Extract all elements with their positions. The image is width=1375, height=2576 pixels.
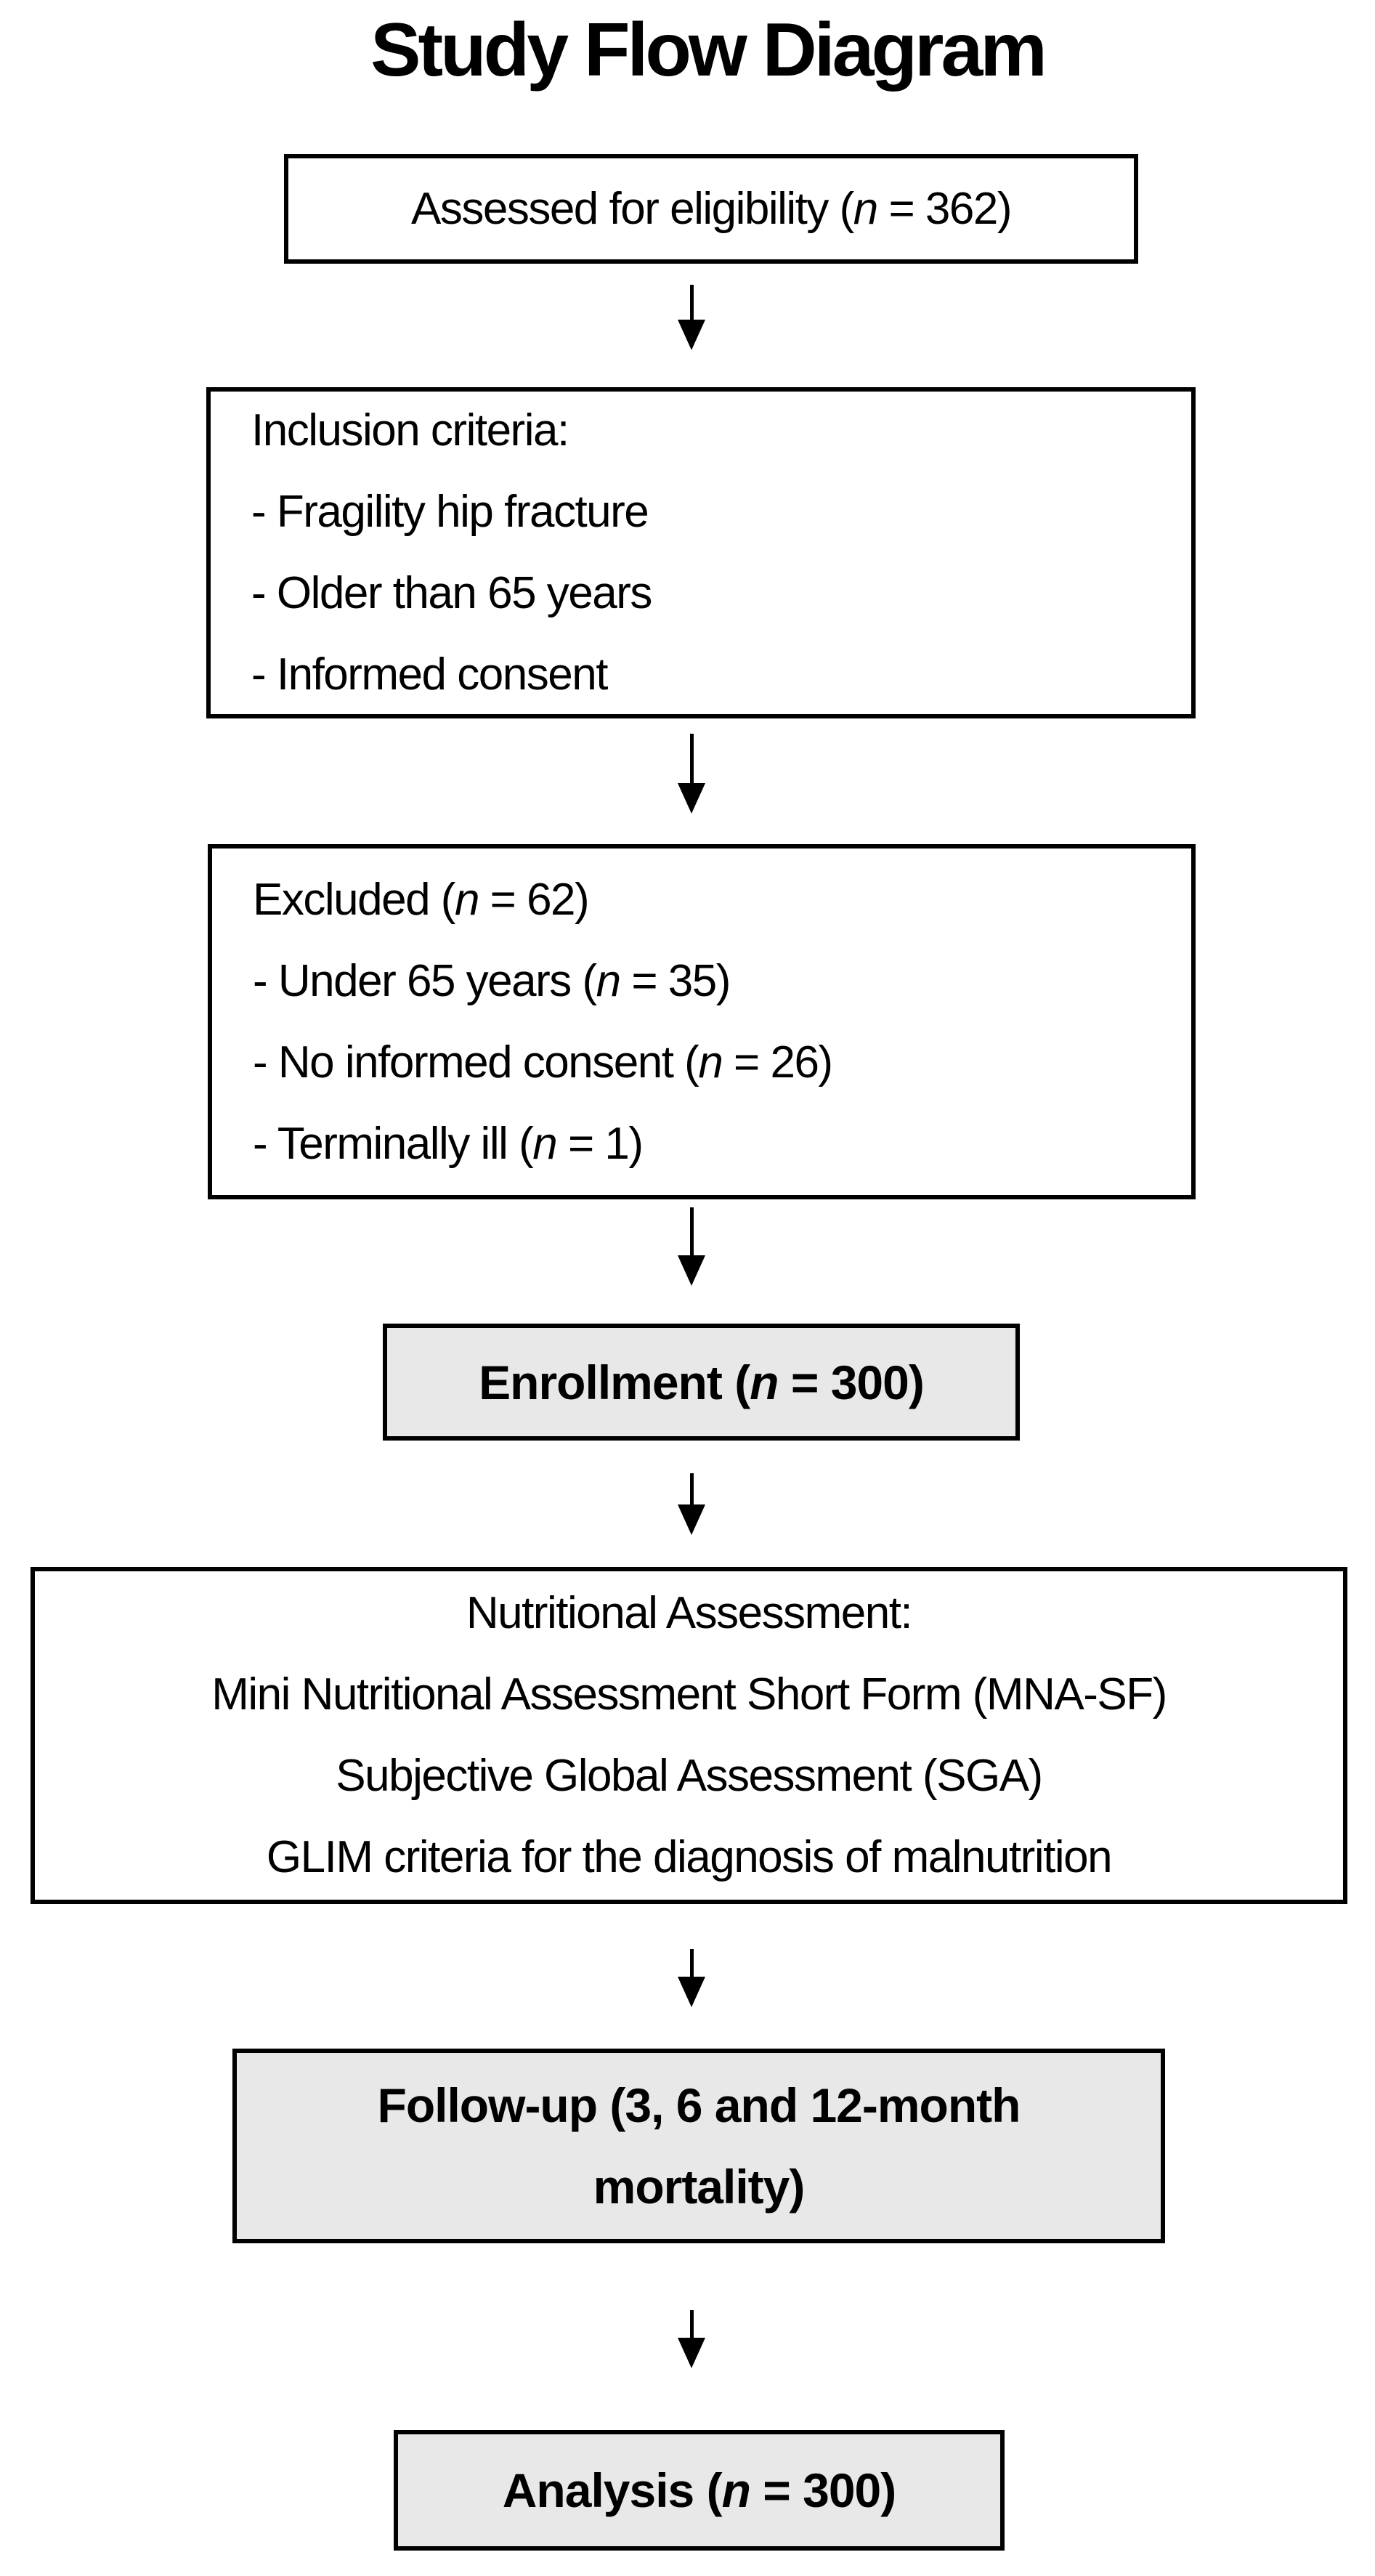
inclusion-line: - Older than 65 years xyxy=(251,568,652,618)
box-follow-up: Follow-up (3, 6 and 12-month mortality) xyxy=(232,2049,1165,2243)
excluded-line: - Terminally ill (n = 1) xyxy=(253,1118,644,1169)
arrow-head-icon xyxy=(678,1504,705,1535)
arrow-shaft xyxy=(689,734,694,783)
arrow-head-icon xyxy=(678,1255,705,1286)
inclusion-line: - Fragility hip fracture xyxy=(251,487,649,537)
nutritional-line: Subjective Global Assessment (SGA) xyxy=(336,1751,1043,1801)
arrow-head-icon xyxy=(678,320,705,350)
excluded-line: Excluded (n = 62) xyxy=(253,874,590,925)
arrow-head-icon xyxy=(678,1977,705,2007)
box-assessed-for-eligibility: Assessed for eligibility (n = 362) xyxy=(284,154,1138,264)
flow-arrow-down-1 xyxy=(673,285,710,350)
arrow-shaft xyxy=(689,285,694,320)
arrow-shaft xyxy=(689,1207,694,1255)
enrollment-text: Enrollment (n = 300) xyxy=(479,1355,925,1409)
box-nutritional-assessment: Nutritional Assessment: Mini Nutritional… xyxy=(31,1567,1347,1904)
flow-arrow-down-3 xyxy=(673,1207,710,1286)
box-excluded: Excluded (n = 62) - Under 65 years (n = … xyxy=(208,844,1196,1199)
inclusion-line: - Informed consent xyxy=(251,649,608,700)
nutritional-line: Mini Nutritional Assessment Short Form (… xyxy=(211,1669,1167,1720)
flow-arrow-down-5 xyxy=(673,1949,710,2007)
arrow-shaft xyxy=(689,1949,694,1977)
box-analysis: Analysis (n = 300) xyxy=(394,2430,1005,2551)
follow-up-line: Follow-up (3, 6 and 12-month xyxy=(377,2078,1021,2132)
flow-arrow-down-2 xyxy=(673,734,710,814)
arrow-head-icon xyxy=(678,783,705,814)
nutritional-line: GLIM criteria for the diagnosis of malnu… xyxy=(266,1832,1113,1882)
follow-up-line: mortality) xyxy=(593,2160,806,2214)
flow-arrow-down-4 xyxy=(673,1473,710,1535)
diagram-title: Study Flow Diagram xyxy=(370,8,1047,92)
analysis-text: Analysis (n = 300) xyxy=(502,2463,896,2517)
arrow-shaft xyxy=(689,1473,694,1504)
box-enrollment: Enrollment (n = 300) xyxy=(383,1324,1020,1441)
arrow-head-icon xyxy=(678,2338,705,2368)
box-inclusion-criteria: Inclusion criteria: - Fragility hip frac… xyxy=(206,387,1196,718)
inclusion-line: Inclusion criteria: xyxy=(251,405,569,455)
excluded-line: - No informed consent (n = 26) xyxy=(253,1037,833,1087)
box-assessed-text: Assessed for eligibility (n = 362) xyxy=(410,183,1013,234)
arrow-shaft xyxy=(689,2310,694,2338)
flow-arrow-down-6 xyxy=(673,2310,710,2368)
excluded-line: - Under 65 years (n = 35) xyxy=(253,955,731,1006)
nutritional-line: Nutritional Assessment: xyxy=(466,1588,913,1638)
